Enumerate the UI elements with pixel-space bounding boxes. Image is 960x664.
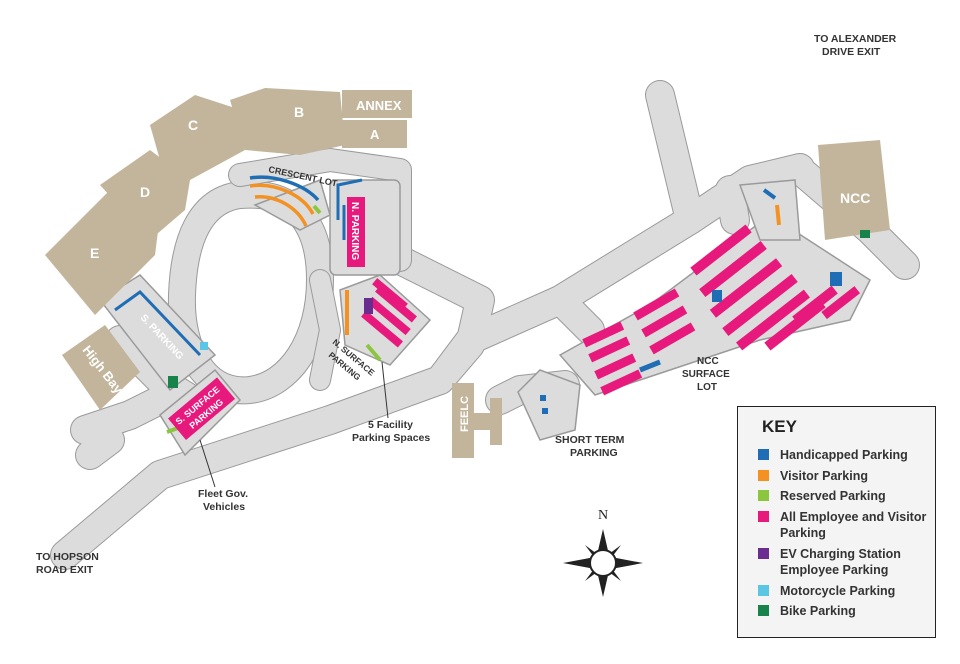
parking-markings bbox=[114, 175, 870, 434]
employee-swatch bbox=[758, 511, 769, 522]
legend-title: KEY bbox=[762, 417, 797, 436]
building-c bbox=[150, 95, 245, 180]
legend-label: Reserved Parking bbox=[780, 489, 886, 503]
legend-label: Bike Parking bbox=[780, 604, 856, 618]
building-b bbox=[230, 88, 345, 155]
compass-north-label: N bbox=[598, 508, 608, 523]
label-c: C bbox=[188, 117, 198, 133]
handicapped-swatch bbox=[758, 449, 769, 460]
label-exit-alexander-1: TO ALEXANDER bbox=[814, 33, 897, 45]
label-n-parking: N. PARKING bbox=[349, 202, 360, 260]
legend-item-ev: EV Charging Station Employee Parking bbox=[758, 546, 930, 578]
facility-leader-line bbox=[381, 361, 389, 419]
bike-swatch bbox=[758, 605, 769, 616]
legend-label: Handicapped Parking bbox=[780, 448, 908, 462]
motorcycle-swatch bbox=[758, 585, 769, 596]
ev-swatch bbox=[758, 548, 769, 559]
legend-label: All Employee and Visitor Parking bbox=[780, 510, 927, 540]
map-legend: KEY Handicapped Parking Visitor Parking … bbox=[737, 406, 936, 638]
label-exit-alexander-2: DRIVE EXIT bbox=[822, 46, 881, 58]
label-facility-2: Parking Spaces bbox=[352, 432, 430, 444]
label-short-term-2: PARKING bbox=[570, 447, 618, 459]
label-fleet-1: Fleet Gov. bbox=[198, 488, 248, 500]
reserved-swatch bbox=[758, 490, 769, 501]
label-exit-hopson-1: TO HOPSON bbox=[36, 551, 99, 563]
legend-item-visitor: Visitor Parking bbox=[758, 468, 930, 484]
legend-item-employee: All Employee and Visitor Parking bbox=[758, 509, 930, 541]
building-high-bay bbox=[62, 325, 140, 410]
legend-item-motorcycle: Motorcycle Parking bbox=[758, 583, 930, 599]
label-d: D bbox=[140, 184, 150, 200]
legend-label: Motorcycle Parking bbox=[780, 584, 896, 598]
label-e: E bbox=[90, 245, 99, 261]
label-a: A bbox=[370, 127, 380, 142]
building-a bbox=[342, 120, 407, 148]
label-ncc-surface-1: NCC bbox=[697, 356, 719, 367]
building-ncc bbox=[818, 140, 890, 240]
label-ncc: NCC bbox=[840, 190, 870, 206]
label-fleet-2: Vehicles bbox=[203, 501, 245, 513]
visitor-swatch bbox=[758, 470, 769, 481]
legend-item-reserved: Reserved Parking bbox=[758, 488, 930, 504]
legend-label: Visitor Parking bbox=[780, 469, 868, 483]
building-feelc bbox=[452, 383, 474, 458]
label-ncc-surface-3: LOT bbox=[697, 382, 717, 393]
label-ncc-surface-2: SURFACE bbox=[682, 369, 730, 380]
annotations: 5 Facility Parking Spaces Fleet Gov. Veh… bbox=[36, 33, 897, 576]
legend-item-bike: Bike Parking bbox=[758, 603, 930, 619]
label-feelc: FEELC bbox=[459, 396, 471, 432]
label-annex: ANNEX bbox=[356, 98, 402, 113]
building-d bbox=[100, 150, 190, 240]
fleet-leader-line bbox=[199, 439, 216, 488]
compass-rose: N bbox=[563, 508, 643, 597]
buildings bbox=[45, 88, 890, 458]
legend-label: EV Charging Station Employee Parking bbox=[780, 547, 901, 577]
label-exit-hopson-2: ROAD EXIT bbox=[36, 564, 94, 576]
building-annex bbox=[342, 90, 412, 118]
lot-pads bbox=[98, 179, 871, 457]
label-short-term-1: SHORT TERM bbox=[555, 434, 625, 446]
label-b: B bbox=[294, 104, 304, 120]
legend-item-handicapped: Handicapped Parking bbox=[758, 447, 930, 463]
label-facility-1: 5 Facility bbox=[368, 419, 413, 431]
